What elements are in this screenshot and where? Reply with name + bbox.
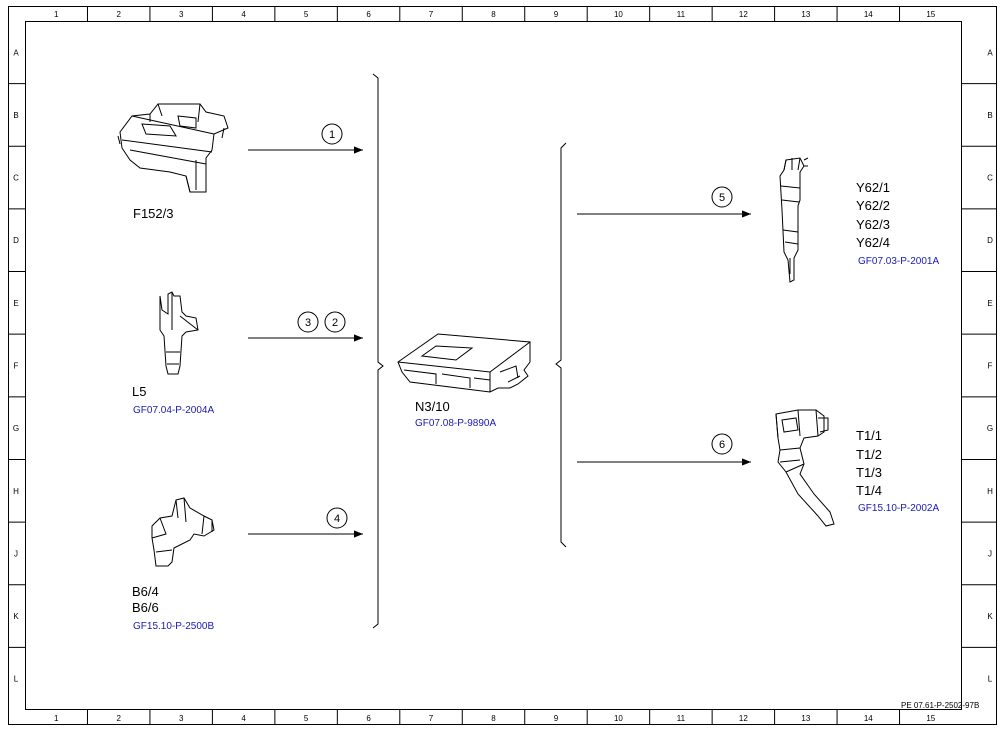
grid-column-label-top: 10 <box>614 10 623 19</box>
grid-row-label-left: J <box>14 549 18 558</box>
y62-reference-link[interactable]: GF07.03-P-2001A <box>858 256 940 267</box>
grid-column-label-bottom: 10 <box>614 714 623 723</box>
grid-row-label-left: G <box>13 424 19 433</box>
grid-column-label-top: 9 <box>554 10 559 19</box>
grid-column-label-bottom: 11 <box>677 714 686 723</box>
grid-row-label-left: K <box>13 612 19 621</box>
f152-label: F152/3 <box>133 206 174 221</box>
n3-component-drawing <box>397 333 531 393</box>
grid-column-label-top: 4 <box>241 10 246 19</box>
grid-row-label-right: B <box>987 111 992 120</box>
grid-row-label-left: H <box>13 487 19 496</box>
grid-column-label-bottom: 14 <box>864 714 873 723</box>
grid-column-label-bottom: 4 <box>241 714 246 723</box>
grid-row-label-right: C <box>987 174 993 183</box>
signal-numbers: 1 3 2 4 5 6 <box>305 129 725 525</box>
signal-2: 2 <box>332 317 338 329</box>
grid-column-label-top: 6 <box>366 10 371 19</box>
grid-column-label-top: 11 <box>677 10 686 19</box>
grid-column-label-bottom: 15 <box>926 714 935 723</box>
grid-row-label-left: C <box>13 174 19 183</box>
l5-reference-link[interactable]: GF07.04-P-2004A <box>133 405 215 416</box>
grid-row-label-left: F <box>14 362 19 371</box>
grid-column-label-bottom: 2 <box>116 714 121 723</box>
grid-row-label-right: G <box>987 424 993 433</box>
grid-column-label-top: 5 <box>304 10 309 19</box>
signal-6: 6 <box>719 439 725 451</box>
grid-column-label-top: 12 <box>739 10 748 19</box>
b6-reference-link[interactable]: GF15.10-P-2500B <box>133 621 215 632</box>
signal-5: 5 <box>719 192 725 204</box>
t1-reference-link[interactable]: GF15.10-P-2002A <box>858 503 940 514</box>
grid-row-label-right: A <box>987 48 993 57</box>
grid-row-label-right: H <box>987 487 993 496</box>
signal-circles <box>297 123 733 529</box>
grid-column-label-bottom: 13 <box>801 714 810 723</box>
y62-label-2: Y62/2 <box>856 198 890 213</box>
right-signal-arrows <box>577 210 751 466</box>
grid-row-label-left: E <box>13 299 18 308</box>
signal-3: 3 <box>305 317 311 329</box>
grid-row-label-right: E <box>987 299 992 308</box>
grid-column-label-top: 3 <box>179 10 184 19</box>
t1-component-drawing <box>775 409 835 527</box>
signal-4: 4 <box>334 513 340 525</box>
grid-row-label-left: B <box>13 111 18 120</box>
grid-row-label-right: K <box>987 612 993 621</box>
grid-row-label-left: D <box>13 236 19 245</box>
grid-column-label-bottom: 6 <box>366 714 371 723</box>
grid-column-label-top: 8 <box>491 10 496 19</box>
grid-row-label-right: D <box>987 236 993 245</box>
grid-column-label-top: 14 <box>864 10 873 19</box>
f152-component-drawing <box>117 103 229 193</box>
grid-column-label-top: 7 <box>429 10 434 19</box>
grid-row-label-right: J <box>988 549 992 558</box>
grid-column-label-top: 2 <box>116 10 121 19</box>
grid-column-label-top: 15 <box>926 10 935 19</box>
grid-column-label-bottom: 3 <box>179 714 184 723</box>
grid-column-label-bottom: 12 <box>739 714 748 723</box>
grid-column-label-bottom: 1 <box>54 714 59 723</box>
n3-reference-link[interactable]: GF07.08-P-9890A <box>415 418 497 429</box>
left-bracket <box>372 73 384 629</box>
y62-label-3: Y62/3 <box>856 217 890 232</box>
grid-column-label-bottom: 9 <box>554 714 559 723</box>
right-bracket <box>555 142 567 548</box>
n3-label: N3/10 <box>415 399 450 414</box>
t1-label-2: T1/2 <box>856 447 883 462</box>
t1-label-4: T1/4 <box>856 483 883 498</box>
b6-label-2: B6/6 <box>132 600 159 615</box>
t1-label-1: T1/1 <box>856 428 883 443</box>
grid-row-label-left: L <box>14 675 19 684</box>
grid-column-label-top: 13 <box>801 10 810 19</box>
b6-component-drawing <box>151 497 215 567</box>
document-number: PE 07.61-P-2502-97B <box>901 701 980 710</box>
grid-column-label-bottom: 7 <box>429 714 434 723</box>
grid-column-label-top: 1 <box>54 10 59 19</box>
grid-row-label-left: A <box>13 48 19 57</box>
y62-label-4: Y62/4 <box>856 235 890 250</box>
t1-label-3: T1/3 <box>856 465 883 480</box>
y62-label-1: Y62/1 <box>856 180 890 195</box>
outer-frame <box>8 6 997 725</box>
y62-component-drawing <box>779 157 809 283</box>
left-signal-arrows <box>248 146 363 538</box>
l5-component-drawing <box>159 291 199 375</box>
signal-1: 1 <box>329 129 335 141</box>
grid-column-label-bottom: 5 <box>304 714 309 723</box>
grid-column-label-bottom: 8 <box>491 714 496 723</box>
b6-label-1: B6/4 <box>132 584 159 599</box>
grid-row-label-right: L <box>988 675 993 684</box>
grid-row-label-right: F <box>988 362 993 371</box>
l5-label: L5 <box>132 384 147 399</box>
inner-frame <box>25 21 962 710</box>
